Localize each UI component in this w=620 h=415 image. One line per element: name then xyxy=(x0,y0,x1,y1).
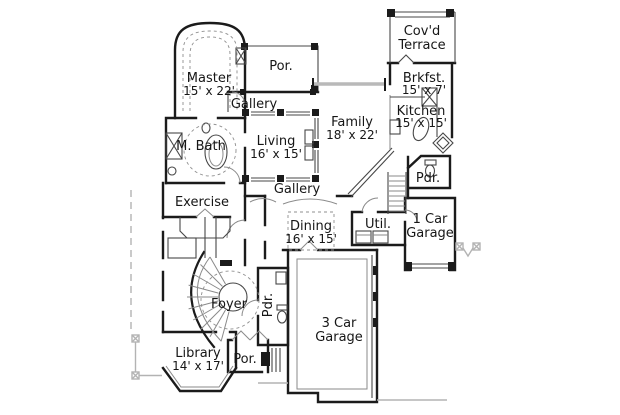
steps-icon xyxy=(271,348,281,372)
dimension-marks xyxy=(130,78,447,401)
room-label-powder-lower: Pdr. xyxy=(261,293,276,317)
room-dims-master: 15' x 22' xyxy=(183,84,235,98)
room-label-foyer: Foyer xyxy=(211,297,248,312)
toilet-icon xyxy=(201,122,211,134)
misc-structure xyxy=(165,217,281,388)
living-niche xyxy=(304,129,314,161)
room-label-covd-terrace-2: Terrace xyxy=(397,38,445,53)
toilet-icon xyxy=(276,310,288,324)
room-label-3car-1: 3 Car xyxy=(322,316,357,331)
powder-upper-fixtures xyxy=(424,159,437,178)
room-label-library: Library xyxy=(175,346,221,361)
toilet-icon xyxy=(424,164,436,178)
room-label-gallery-lower: Gallery xyxy=(274,182,321,197)
porch-outlines xyxy=(241,9,456,92)
room-dims-kitchen: 15' x 15' xyxy=(395,116,447,130)
colonnade xyxy=(240,89,319,182)
door-swings xyxy=(195,91,418,341)
fireplace-icon xyxy=(432,132,454,154)
shower-icon xyxy=(165,132,183,160)
garage-details xyxy=(296,255,454,398)
kitchen-fixtures xyxy=(389,87,454,154)
room-dims-living: 16' x 15' xyxy=(250,147,302,161)
room-label-1car-1: 1 Car xyxy=(413,212,448,227)
room-label-living: Living xyxy=(257,134,296,149)
room-label-gallery-upper: Gallery xyxy=(231,97,278,112)
room-label-1car-2: Garage xyxy=(406,226,454,241)
pantry-icon xyxy=(421,87,438,107)
master-fireplace xyxy=(235,47,247,65)
room-label-breakfast: Brkfst. xyxy=(403,71,445,86)
room-dims-family: 18' x 22' xyxy=(326,128,378,142)
room-dims-dining: 16' x 15' xyxy=(285,232,337,246)
room-label-3car-2: Garage xyxy=(315,330,363,345)
fireplace-icon xyxy=(235,47,247,65)
survey-marker-right xyxy=(455,242,481,258)
room-label-master: Master xyxy=(187,71,232,86)
bath-fixtures xyxy=(165,122,237,177)
room-label-porch-top: Por. xyxy=(269,59,293,74)
spiral-stairs xyxy=(187,256,248,342)
room-label-master-bath: M. Bath xyxy=(176,139,226,154)
room-label-utility: Util. xyxy=(365,217,391,232)
room-label-porch-bottom: Por. xyxy=(233,352,257,367)
island-icon xyxy=(412,116,430,142)
main-stairs xyxy=(347,147,407,214)
sink-icon xyxy=(275,271,287,285)
survey-marker-left xyxy=(131,334,162,380)
washer-icon xyxy=(355,230,372,244)
room-label-family: Family xyxy=(331,115,373,130)
room-label-kitchen: Kitchen xyxy=(397,104,446,119)
powder-lower-fixtures xyxy=(275,271,288,324)
tub-icon xyxy=(204,134,228,170)
room-dims-library: 14' x 17' xyxy=(172,359,224,373)
room-label-dining: Dining xyxy=(290,219,332,234)
room-label-exercise: Exercise xyxy=(175,195,229,210)
sink-icon xyxy=(167,166,177,176)
room-dims-breakfast: 15' x 7' xyxy=(402,83,446,97)
room-label-powder-upper: Pdr. xyxy=(416,171,440,186)
dryer-icon xyxy=(372,230,389,244)
room-label-covd-terrace-1: Cov'd xyxy=(404,24,441,39)
ceiling-trays xyxy=(182,30,335,330)
utility-appliances xyxy=(355,230,389,244)
